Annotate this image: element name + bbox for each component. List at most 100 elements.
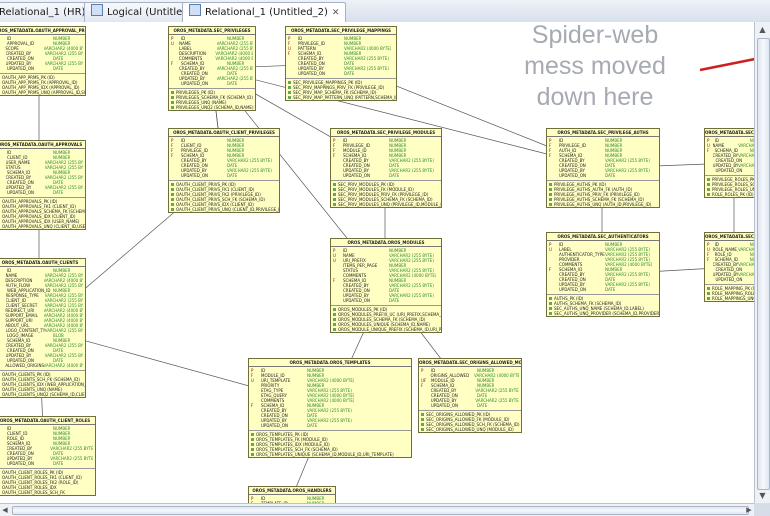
constraint-row[interactable]: OAUTH_CLIENT_PRIVS_UNQ (CLIENT_ID,PRIVIL…: [169, 207, 279, 212]
constraint-row[interactable]: OAUTH_CLIENTS_UNQ2 (SCHEMA_ID,CLIENT_ID): [0, 392, 85, 397]
table-entity[interactable]: OROS_METADATA.OROS_HANDLERSPIDNUMBERFTEM…: [248, 486, 336, 503]
constraint-row[interactable]: SEC_PRIVILEGE_MAPPINGS_PK (ID): [286, 80, 396, 85]
constraint-row[interactable]: PRIVILEGES_PK (ID): [169, 90, 255, 95]
table-entity[interactable]: OROS_METADATA.OAUTH_CLIENTSPIDNUMBERUNAM…: [0, 258, 86, 398]
table-entity[interactable]: OROS_METADATA.SEC_ROLESPIDNUMBERUNAMEVAR…: [704, 128, 754, 198]
constraint-row[interactable]: OAUTH_APPROVALS_FK1 (CLIENT_ID): [0, 204, 85, 209]
constraint-row[interactable]: PRIVILEGES_UNQ (NAME): [169, 100, 255, 105]
constraint-row[interactable]: SEC_PRIV_MODULES_SCHEMA_FK (SCHEMA_ID): [331, 197, 441, 202]
constraint-row[interactable]: OAUTH_CLIENT_PRIVS_IDX (CLIENT_ID): [169, 202, 279, 207]
constraint-row[interactable]: SEC_PRIV_MODULES_FK (MODULE_ID): [331, 187, 441, 192]
constraint-row[interactable]: SEC_PRIV_MODULES_UNQ (PRIVILEGE_ID,MODUL…: [331, 202, 441, 207]
constraint-row[interactable]: PRIVILEGE_ROLES_UNQ: [705, 187, 754, 192]
constraint-row[interactable]: OAUTH_APP_PRMS_FK (APPROVAL_ID): [0, 80, 85, 85]
constraint-row[interactable]: AUTHS_SCHEMA_FK (SCHEMA_ID): [547, 301, 659, 306]
constraint-row[interactable]: PRIVILEGES_SCHEMA_FK (SCHEMA_ID): [169, 95, 255, 100]
constraint-row[interactable]: OAUTH_APPROVALS_SCHEMA_FK (SCHEMA_ID): [0, 209, 85, 214]
constraint-row[interactable]: SEC_ORIGINS_ALLOWED_FK (MODULE_ID): [419, 417, 521, 422]
constraint-row[interactable]: OAUTH_CLIENTS_UNQ (NAME): [0, 387, 85, 392]
constraint-row[interactable]: OROS_MODULES_PK (ID): [331, 307, 441, 312]
constraint-row[interactable]: ROLE_ROLES_PK (ID): [705, 192, 754, 197]
scroll-right-icon[interactable]: ▶: [746, 506, 752, 514]
constraint-row[interactable]: OAUTH_APP_PRMS_UNQ (APPROVAL_ID,SCOPE): [0, 90, 85, 95]
constraint-row[interactable]: OAUTH_APP_PRMS_IDX (APPROVAL_ID): [0, 85, 85, 90]
close-icon[interactable]: ✕: [331, 8, 340, 18]
constraint-row[interactable]: OAUTH_APPROVALS_IDX (USER_NAME): [0, 219, 85, 224]
constraint-row[interactable]: OAUTH_CLIENT_PRIVS_FK1 (CLIENT_ID): [169, 187, 279, 192]
constraint-row[interactable]: PRIVILEGE_AUTHS_AUTH_FK (AUTH_ID): [547, 187, 659, 192]
constraint-row[interactable]: OAUTH_CLIENTS_SCH_FK (SCHEMA_ID): [0, 377, 85, 382]
constraint-row[interactable]: OAUTH_CLIENT_ROLES_PK (ID): [0, 470, 95, 475]
constraint-row[interactable]: SEC_PRIV_MAP_SCHEMA_FK (SCHEMA_ID): [286, 90, 396, 95]
constraint-row[interactable]: OROS_TEMPLATES_FK (MODULE_ID): [249, 437, 411, 442]
table-entity[interactable]: OROS_METADATA.SEC_ROLE_PRIVILEGESPIDNUMB…: [704, 232, 754, 302]
vertical-scrollbar[interactable]: ▲ ▼: [754, 22, 770, 503]
constraint-row[interactable]: ROLE_MAPPINGS_UNQ: [705, 296, 754, 301]
scroll-up-icon[interactable]: ▲: [759, 25, 766, 34]
diagram-canvas[interactable]: OROS_METADATA.OAUTH_APPROVAL_PRMSPIDNUMB…: [0, 22, 754, 503]
constraint-row[interactable]: PRIVILEGE_AUTHS_PRIV_FK (PRIVILEGE_ID): [547, 192, 659, 197]
